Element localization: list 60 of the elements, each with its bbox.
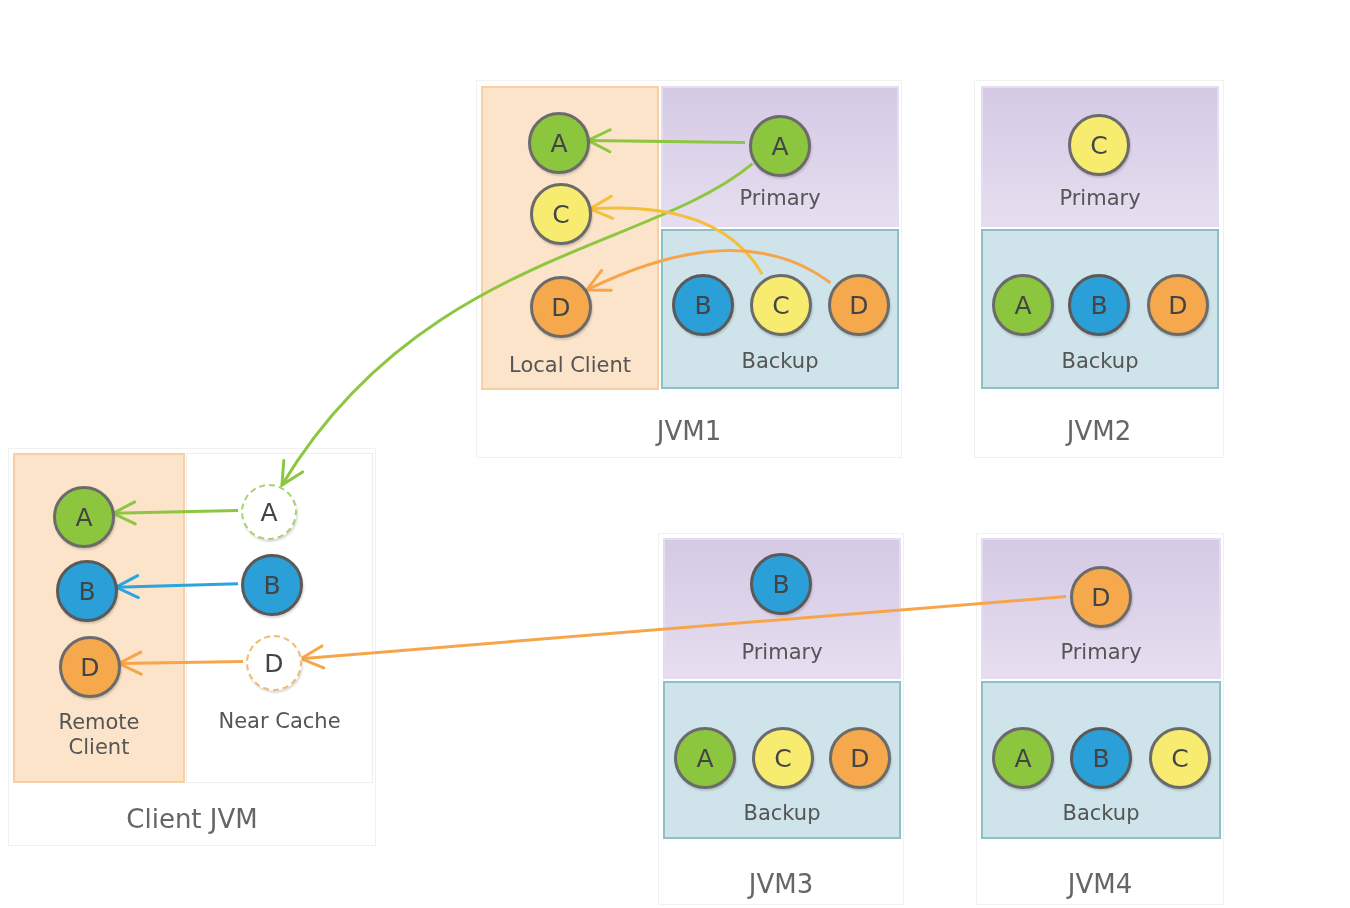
backup-panel	[981, 229, 1219, 389]
partition-circle: A	[749, 115, 811, 177]
partition-circle: A	[528, 112, 590, 174]
partition-circle: A	[53, 486, 115, 548]
panel-label: Backup	[1060, 349, 1140, 375]
partition-circle: B	[1070, 727, 1132, 789]
jvm-group	[658, 533, 904, 905]
group-label: Client JVM	[125, 804, 259, 836]
panel-label: Local Client	[508, 353, 632, 379]
arrow	[280, 162, 754, 487]
partition-circle: C	[750, 274, 812, 336]
partition-circle: C	[752, 727, 814, 789]
partition-circle: B	[672, 274, 734, 336]
panel-label: Primary	[1059, 640, 1143, 666]
partition-circle: D	[59, 636, 121, 698]
backup-panel	[663, 681, 901, 839]
partition-circle: D	[530, 276, 592, 338]
partition-circle: D	[1147, 274, 1209, 336]
panel-label: Primary	[1058, 186, 1142, 212]
jvm-group	[8, 448, 376, 846]
group-label: JVM4	[1065, 869, 1134, 901]
partition-circle: D	[828, 274, 890, 336]
client-panel	[13, 453, 185, 783]
arrow	[299, 595, 1067, 670]
panel-label: Backup	[742, 801, 822, 827]
partition-circle: A	[992, 274, 1054, 336]
group-label: JVM3	[746, 869, 815, 901]
arrow	[585, 249, 832, 293]
primary-panel	[981, 86, 1219, 227]
primary-panel	[663, 538, 901, 679]
partition-circle: D	[829, 727, 891, 789]
partition-circle: C	[1149, 727, 1211, 789]
client-panel	[481, 86, 659, 390]
cached-partition-circle: D	[246, 635, 302, 691]
partition-circle: C	[530, 183, 592, 245]
partition-circle: B	[750, 553, 812, 615]
primary-panel	[661, 86, 899, 227]
partition-circle: A	[674, 727, 736, 789]
group-label: JVM1	[654, 416, 723, 448]
jvm-group	[976, 533, 1224, 905]
group-label: JVM2	[1064, 416, 1133, 448]
cached-partition-circle: A	[241, 484, 297, 540]
panel-label: Primary	[738, 186, 822, 212]
partition-circle: C	[1068, 114, 1130, 176]
panel-label: Remote Client	[57, 710, 141, 761]
panel-label: Backup	[740, 349, 820, 375]
panel-label: Primary	[740, 640, 824, 666]
partition-circle: A	[992, 727, 1054, 789]
jvm-group	[974, 80, 1224, 458]
partition-circle: D	[1070, 566, 1132, 628]
backup-panel	[661, 229, 899, 389]
panel-label: Backup	[1061, 801, 1141, 827]
near-cache-panel	[186, 453, 373, 783]
backup-panel	[981, 681, 1221, 839]
primary-panel	[981, 538, 1221, 679]
partition-circle: B	[56, 560, 118, 622]
partition-circle: B	[1068, 274, 1130, 336]
jvm-group	[476, 80, 902, 458]
partition-circle: B	[241, 554, 303, 616]
panel-label: Near Cache	[217, 709, 342, 735]
